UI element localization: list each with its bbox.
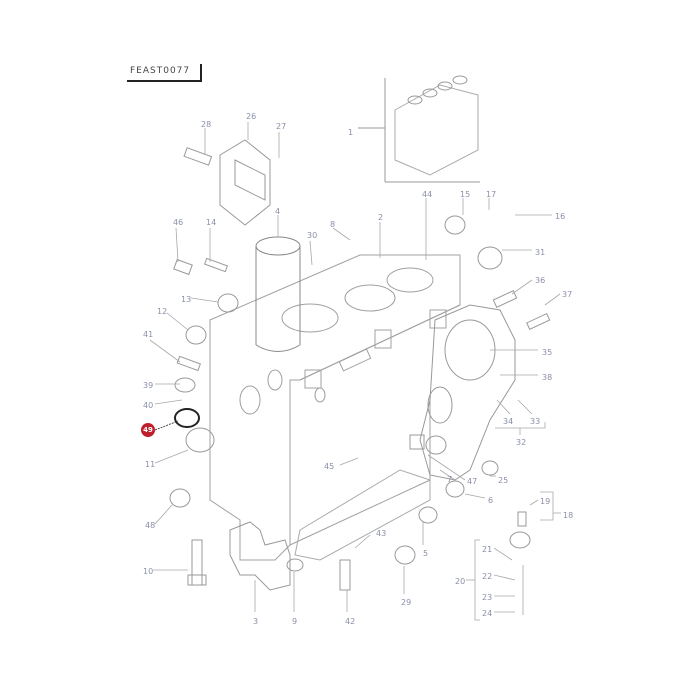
inset-complete-block [358,75,480,183]
part-callout-label[interactable]: 28 [201,120,212,129]
part-callout-label[interactable]: 9 [292,617,298,626]
part-callout-label[interactable]: 43 [376,529,387,538]
part-callout-label[interactable]: 18 [563,511,574,520]
plugs [169,215,531,572]
part-callout-label[interactable]: 48 [145,521,156,530]
part-callout-label[interactable]: 12 [157,307,168,316]
part-callout-label[interactable]: 47 [467,477,478,486]
part-callout-label[interactable]: 19 [540,497,551,506]
part-callout-label[interactable]: 32 [516,438,527,447]
part-callout-label[interactable]: 3 [253,617,259,626]
part-callout-label[interactable]: 8 [330,220,336,229]
part-callout-label[interactable]: 16 [555,212,566,221]
part-callout-label[interactable]: 41 [143,330,154,339]
part-callout-label[interactable]: 44 [422,190,433,199]
part-callout-label[interactable]: 17 [486,190,497,199]
part-callout-label[interactable]: 24 [482,609,493,618]
part-callout-label[interactable]: 40 [143,401,154,410]
cylinder-liner [255,236,301,352]
part-callout-label[interactable]: 21 [482,545,493,554]
part-callout-label[interactable]: 13 [181,295,192,304]
part-callout-label[interactable]: 33 [530,417,541,426]
part-callout-label[interactable]: 31 [535,248,546,257]
part-callout-label[interactable]: 2 [378,213,384,222]
diagram-reference-label: FEAST0077 [127,64,202,82]
bushing-49-part [174,408,200,428]
part-callout-label[interactable]: 27 [276,122,287,131]
side-cover [294,469,431,561]
part-callout-label[interactable]: 5 [423,549,429,558]
cylinder-block [209,254,461,561]
part-callout-label[interactable]: 1 [348,128,354,137]
part-callout-label[interactable]: 22 [482,572,493,581]
part-callout-label[interactable]: 34 [503,417,514,426]
part-callout-label[interactable]: 39 [143,381,154,390]
part-callout-label[interactable]: 11 [145,460,156,469]
part-callout-label[interactable]: 46 [173,218,184,227]
part-callout-label[interactable]: 20 [455,577,466,586]
part-callout-label[interactable]: 14 [206,218,217,227]
highlighted-part-badge[interactable]: 49 [141,423,155,437]
part-callout-label[interactable]: 30 [307,231,318,240]
part-callout-label[interactable]: 25 [498,476,509,485]
part-callout-label[interactable]: 15 [460,190,471,199]
bearing-cap [229,521,291,591]
leader-lines [149,122,561,621]
breather-plate [219,139,271,226]
part-callout-label[interactable]: 26 [246,112,257,121]
part-callout-label[interactable]: 36 [535,276,546,285]
part-callout-label[interactable]: 10 [143,567,154,576]
part-callout-label[interactable]: 29 [401,598,412,607]
part-callout-label[interactable]: 4 [275,207,281,216]
part-callout-label[interactable]: 37 [562,290,573,299]
part-callout-label[interactable]: 7 [447,475,453,484]
part-callout-label[interactable]: 42 [345,617,356,626]
part-callout-label[interactable]: 38 [542,373,553,382]
bolts [173,147,551,591]
part-callout-label[interactable]: 6 [488,496,494,505]
part-callout-label[interactable]: 35 [542,348,553,357]
part-callout-label[interactable]: 45 [324,462,335,471]
part-callout-label[interactable]: 23 [482,593,493,602]
